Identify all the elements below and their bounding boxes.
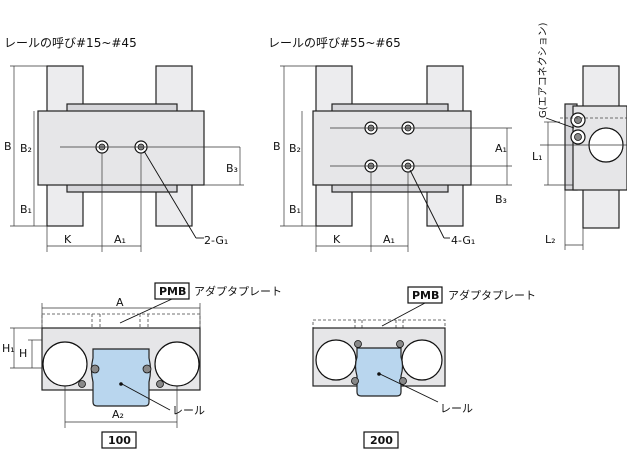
dim-B2-left: B₂ bbox=[20, 142, 32, 155]
size-200: 200 bbox=[370, 434, 393, 447]
view-bottom-100: PMB アダプタプレート A H₁ H bbox=[2, 282, 282, 449]
bore-left-100 bbox=[42, 341, 88, 387]
callout-G-air: G(エアコネクション) bbox=[537, 22, 549, 118]
dim-L1: L₁ bbox=[532, 150, 543, 163]
callout-2-G1: 2-G₁ bbox=[204, 234, 228, 247]
dim-B-left: B bbox=[4, 140, 12, 153]
dim-B1-mid: B₁ bbox=[289, 203, 301, 216]
pmb-label-right: PMB bbox=[412, 289, 439, 302]
dim-K-mid: K bbox=[333, 233, 341, 246]
callout-4-G1: 4-G₁ bbox=[451, 234, 475, 247]
title-left: レールの呼び#15~#45 bbox=[4, 36, 137, 50]
dim-B2-mid: B₂ bbox=[289, 142, 301, 155]
dim-A: A bbox=[116, 296, 124, 309]
view-top-left: B B₂ B₁ B₃ K A₁ 2-G₁ bbox=[4, 65, 244, 252]
dim-A1-mid-vertical: A₁ bbox=[495, 142, 507, 155]
rail-label-200: レール bbox=[440, 402, 473, 415]
pmb-label-left: PMB bbox=[159, 285, 186, 298]
dim-K-left: K bbox=[64, 233, 72, 246]
adapter-plate-left: アダプタプレート bbox=[194, 284, 282, 298]
title-middle: レールの呼び#55~#65 bbox=[268, 36, 401, 50]
dim-B-mid: B bbox=[273, 140, 281, 153]
adapter-plate-right: アダプタプレート bbox=[448, 288, 536, 302]
bore-right-200 bbox=[401, 339, 443, 381]
bore-left-200 bbox=[315, 339, 357, 381]
dim-H1: H₁ bbox=[2, 342, 15, 355]
dim-B3-left: B₃ bbox=[226, 162, 238, 175]
rail-label-100: レール bbox=[172, 404, 205, 417]
dim-A1-left: A₁ bbox=[114, 233, 126, 246]
body-left bbox=[37, 110, 205, 186]
dim-A1-mid: A₁ bbox=[383, 233, 395, 246]
rail-200 bbox=[354, 347, 404, 397]
view-bottom-200: PMB アダプタプレート レール 200 bbox=[312, 286, 536, 449]
size-100: 100 bbox=[108, 434, 131, 447]
bore-right-100 bbox=[154, 341, 200, 387]
dim-A2: A₂ bbox=[112, 408, 124, 421]
dim-B3-mid: B₃ bbox=[495, 193, 507, 206]
rail-100 bbox=[90, 348, 152, 407]
view-top-middle: B B₂ B₁ A₁ B₃ K A₁ 4-G₁ bbox=[273, 65, 512, 252]
dim-H: H bbox=[19, 347, 27, 360]
body-middle bbox=[312, 110, 472, 186]
dim-L2: L₂ bbox=[545, 233, 556, 246]
view-side-right: L₁ L₂ G(エアコネクション) bbox=[532, 22, 627, 250]
dim-B1-left: B₁ bbox=[20, 203, 32, 216]
